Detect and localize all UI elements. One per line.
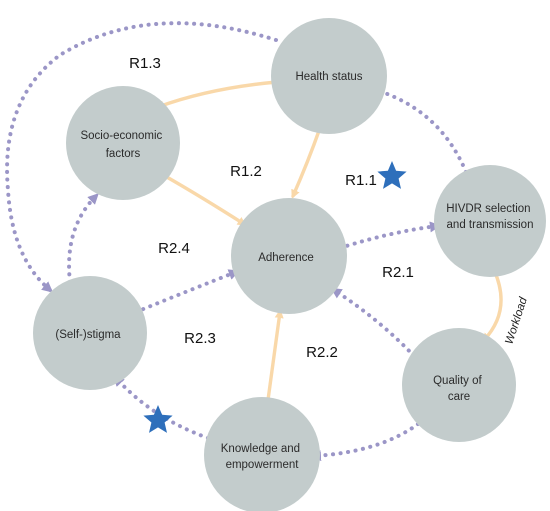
- star-icon: [377, 161, 407, 189]
- loop-label-r1-3: R1.3: [129, 55, 161, 72]
- node-health-status-label: Health status: [295, 71, 362, 83]
- node-adherence-label: Adherence: [258, 252, 314, 264]
- node-knowledge-label: Knowledge and empowerment: [221, 443, 304, 471]
- node-adherence: Adherence: [231, 198, 347, 314]
- edge-qualityofcare-to-adherence: [330, 287, 416, 358]
- edge-hivdr-to-qualityofcare: [481, 268, 503, 343]
- node-socio-economic-label: Socio-economic factors: [80, 130, 165, 160]
- node-self-stigma: (Self-)stigma: [33, 276, 147, 390]
- edge-hivdr-to-health: [372, 86, 468, 174]
- node-health-status: Health status: [271, 18, 387, 134]
- loop-labels: R1.3 R1.2 R1.1 R2.4 R2.1 R2.3 R2.2: [129, 55, 414, 361]
- loop-label-r2-4: R2.4: [158, 240, 190, 257]
- edge-adherence-to-hivdr: [338, 221, 441, 250]
- edge-selfstigma-to-socioeconomic: [67, 193, 99, 284]
- node-self-stigma-label: (Self-)stigma: [55, 329, 121, 341]
- node-socio-economic: Socio-economic factors: [66, 86, 180, 200]
- node-hivdr: HIVDR selection and transmission: [434, 165, 546, 277]
- loop-label-r2-1: R2.1: [382, 264, 414, 281]
- edge-health-to-selfstigma: [5, 21, 278, 293]
- node-hivdr-label: HIVDR selection and transmission: [446, 203, 534, 231]
- loop-label-r1-1: R1.1: [345, 172, 377, 189]
- edge-health-to-adherence: [291, 126, 322, 199]
- loop-label-r2-2: R2.2: [306, 344, 338, 361]
- edge-selfstigma-to-adherence: [134, 269, 240, 314]
- node-knowledge: Knowledge and empowerment: [204, 397, 320, 511]
- edges: [5, 21, 503, 462]
- edge-socioeconomic-to-adherence: [163, 174, 247, 226]
- edge-knowledge-to-selfstigma: [113, 375, 210, 440]
- node-quality-of-care: Quality of care: [402, 328, 516, 442]
- edge-qualityofcare-to-knowledge: [310, 422, 420, 462]
- loop-label-r2-3: R2.3: [184, 330, 216, 347]
- star-icon: [143, 405, 173, 433]
- edge-knowledge-to-adherence: [266, 309, 284, 402]
- edge-health-to-socioeconomic: [155, 80, 279, 110]
- edge-label-workload: Workload: [503, 295, 530, 345]
- node-quality-of-care-label: Quality of care: [433, 375, 485, 403]
- loop-label-r1-2: R1.2: [230, 163, 262, 180]
